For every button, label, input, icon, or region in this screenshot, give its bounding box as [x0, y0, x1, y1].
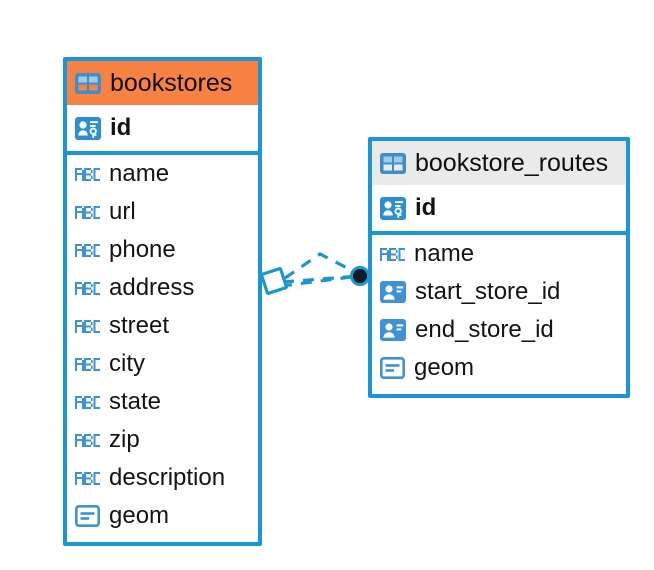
field-row-zip[interactable]: zip — [67, 421, 258, 459]
text-type-icon — [380, 247, 405, 261]
relationship-lines — [280, 252, 360, 288]
field-row-address[interactable]: address — [67, 269, 258, 307]
field-row-primary-key[interactable]: id — [372, 185, 626, 231]
field-list-bookstores: name u — [67, 155, 258, 535]
field-row-geom[interactable]: geom — [67, 497, 258, 535]
field-name: street — [109, 312, 170, 339]
text-type-icon — [75, 395, 100, 409]
primary-key-icon — [380, 196, 406, 220]
field-name: url — [109, 198, 136, 225]
field-row-url[interactable]: url — [67, 193, 258, 231]
field-name: zip — [109, 426, 140, 453]
entity-bookstores[interactable]: bookstores id — [63, 57, 262, 546]
text-type-icon — [75, 243, 100, 257]
primary-key-divider — [67, 151, 258, 155]
entity-header-bookstores[interactable]: bookstores — [67, 61, 258, 105]
text-type-icon — [75, 319, 100, 333]
field-name: id — [110, 114, 132, 141]
geometry-type-icon — [380, 357, 405, 379]
field-row-end-store-id[interactable]: end_store_id — [372, 311, 626, 349]
relationship-line-upper — [284, 252, 360, 280]
text-type-icon — [75, 357, 100, 371]
field-row-state[interactable]: state — [67, 383, 258, 421]
field-name: phone — [109, 236, 176, 263]
field-list-bookstore-routes: name start_store_id — [372, 235, 626, 387]
diamond-marker[interactable] — [260, 267, 288, 295]
entity-bookstore-routes[interactable]: bookstore_routes id — [368, 137, 630, 398]
primary-key-divider — [372, 231, 626, 235]
field-name: geom — [414, 354, 475, 381]
field-name: name — [109, 160, 170, 187]
field-row-description[interactable]: description — [67, 459, 258, 497]
text-type-icon — [75, 167, 100, 181]
field-name: state — [109, 388, 162, 415]
field-row-geom[interactable]: geom — [372, 349, 626, 387]
entity-header-bookstore-routes[interactable]: bookstore_routes — [372, 141, 626, 185]
field-name: name — [414, 240, 475, 267]
field-row-start-store-id[interactable]: start_store_id — [372, 273, 626, 311]
field-row-phone[interactable]: phone — [67, 231, 258, 269]
text-type-icon — [75, 471, 100, 485]
primary-key-icon — [75, 116, 101, 140]
geometry-type-icon — [75, 505, 100, 527]
field-name: address — [109, 274, 195, 301]
text-type-icon — [75, 281, 100, 295]
field-name: city — [109, 350, 145, 377]
text-type-icon — [75, 205, 100, 219]
table-icon — [380, 152, 406, 174]
field-name: geom — [109, 502, 170, 529]
field-name: description — [109, 464, 226, 491]
foreign-key-icon — [380, 319, 406, 341]
entity-title: bookstore_routes — [415, 148, 609, 177]
foreign-key-icon — [380, 281, 406, 303]
text-type-icon — [75, 433, 100, 447]
filled-circle-marker[interactable] — [350, 266, 370, 286]
field-row-name[interactable]: name — [372, 235, 626, 273]
field-name: end_store_id — [415, 316, 554, 343]
table-icon — [75, 72, 101, 94]
field-row-name[interactable]: name — [67, 155, 258, 193]
field-name: id — [415, 194, 437, 221]
field-row-primary-key[interactable]: id — [67, 105, 258, 151]
field-name: start_store_id — [415, 278, 561, 305]
field-row-street[interactable]: street — [67, 307, 258, 345]
relationship-line-lower — [282, 274, 360, 284]
field-row-city[interactable]: city — [67, 345, 258, 383]
entity-title: bookstores — [110, 68, 233, 97]
relationship-line-middle — [280, 274, 360, 288]
